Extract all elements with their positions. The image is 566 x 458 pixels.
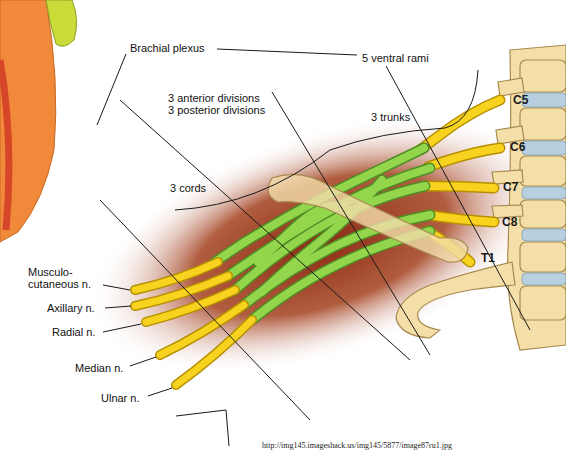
intervertebral-discs [522, 93, 566, 285]
intervertebral-discs [522, 141, 566, 155]
source-url: http://img145.imageshack.us/img145/5877/… [262, 441, 452, 451]
part-label: 3 trunks [371, 111, 410, 123]
leader-lines [176, 410, 229, 446]
nerve-label: Axillary n. [47, 302, 95, 314]
leader-lines [103, 324, 141, 332]
vertebral-column [520, 286, 566, 320]
body-figure [0, 0, 56, 242]
first-rib [396, 262, 515, 338]
intervertebral-discs [522, 93, 566, 107]
ventral-rami [420, 100, 500, 150]
vertebral-column [520, 108, 566, 140]
root-label: C6 [510, 141, 525, 153]
leader-lines [97, 49, 530, 446]
terminal-nerves [135, 262, 252, 385]
nerve-label: Musculo- cutaneous n. [28, 266, 100, 290]
part-label: 5 ventral rami [362, 52, 429, 64]
root-label: C7 [503, 181, 518, 193]
vertebral-column [520, 242, 566, 272]
vertebral-column [520, 60, 566, 92]
intervertebral-discs [522, 187, 566, 199]
ventral-rami [420, 100, 500, 150]
part-label: 3 cords [170, 182, 206, 194]
ventral-rami [428, 215, 494, 222]
terminal-nerves [160, 305, 244, 355]
terminal-nerves [135, 262, 252, 385]
nerve-label: Median n. [75, 362, 123, 374]
body-figure [0, 0, 77, 242]
vertebral-column [492, 45, 566, 350]
vertebral-column [520, 156, 566, 186]
plexus-title: Brachial plexus [130, 42, 205, 54]
leader-lines [130, 357, 156, 366]
terminal-nerves [176, 320, 252, 385]
ventral-rami [428, 148, 500, 167]
terminal-nerves [135, 262, 252, 385]
leader-lines [175, 70, 478, 210]
body-figure [46, 0, 77, 46]
intervertebral-discs [522, 273, 566, 285]
leader-lines [103, 285, 130, 290]
terminal-nerves [176, 320, 252, 385]
ventral-rami [424, 186, 494, 188]
root-label: T1 [481, 252, 495, 264]
ventral-rami [428, 148, 500, 167]
tissue-glow [57, 64, 566, 425]
part-label: 3 posterior divisions [168, 104, 265, 116]
leader-lines [386, 66, 530, 330]
leader-lines [105, 306, 131, 308]
part-label: 3 anterior divisions [168, 92, 260, 104]
leader-lines [148, 388, 172, 396]
ventral-rami [424, 186, 494, 188]
nerve-label: Ulnar n. [101, 392, 140, 404]
body-figure [0, 60, 9, 230]
nerve-label: Radial n. [52, 326, 95, 338]
root-label: C8 [502, 216, 517, 228]
ventral-rami [428, 215, 494, 222]
intervertebral-discs [522, 229, 566, 241]
leader-lines [97, 54, 126, 125]
clavicle [268, 174, 468, 262]
root-label: C5 [513, 94, 528, 106]
leader-lines [217, 49, 357, 55]
vertebral-column [520, 200, 566, 228]
leader-lines [100, 200, 310, 420]
